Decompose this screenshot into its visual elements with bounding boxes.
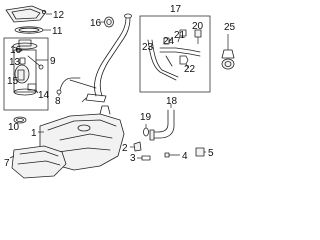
part-4-bolt [164, 152, 180, 158]
callout-8: 8 [55, 96, 61, 107]
callout-16: 16 [10, 45, 22, 56]
part-17-canister-lines [159, 47, 201, 67]
part-9-fuel-pump-module [3, 37, 49, 111]
callout-17: 17 [170, 4, 182, 15]
part-18-filler-hose [149, 104, 175, 141]
callout-3: 3 [130, 153, 136, 164]
callout-15: 15 [7, 76, 19, 87]
callout-14: 14 [38, 90, 50, 101]
part-19-clamp [143, 124, 149, 137]
callout-11: 11 [52, 26, 63, 37]
part-10-gasket [13, 116, 27, 124]
part-13-filter [19, 57, 26, 65]
part-2-clip [130, 141, 142, 152]
callout-21: 21 [174, 30, 186, 41]
callout-19: 19 [140, 112, 152, 123]
part-24-clip [163, 37, 172, 45]
part-25-sensor [221, 34, 235, 70]
callout-12: 12 [53, 10, 65, 21]
callout-24: 24 [163, 36, 175, 47]
callout-2: 2 [122, 143, 128, 154]
part-5-grommet [195, 147, 206, 157]
callout-16b: 16 [90, 18, 102, 29]
callout-7: 7 [4, 158, 10, 169]
part-16-pump-seal [15, 48, 23, 52]
part-14-strainer [27, 83, 39, 94]
callout-5: 5 [208, 148, 214, 159]
part-7-heat-shield [9, 145, 67, 179]
part-16-filler-neck [99, 16, 114, 28]
callout-18: 18 [166, 96, 178, 107]
callout-4: 4 [182, 151, 188, 162]
callout-25: 25 [224, 22, 236, 33]
part-11-lock-ring [14, 26, 51, 34]
callout-9: 9 [50, 56, 56, 67]
part-23-vapor-tube [147, 39, 179, 81]
callout-20: 20 [192, 21, 204, 32]
callout-10: 10 [8, 122, 20, 133]
callout-1: 1 [31, 128, 37, 139]
callout-23: 23 [142, 42, 154, 53]
part-6-filler-pipe [69, 13, 132, 103]
callout-22: 22 [184, 64, 196, 75]
fuel-system-parts-diagram: 12 11 9 16 13 15 14 [3, 4, 236, 179]
part-17-group-box [139, 15, 211, 93]
part-20-bracket [194, 29, 202, 44]
part-8-vent-line [56, 77, 81, 96]
part-22-check-valve [179, 55, 189, 69]
part-21-connector [177, 29, 187, 43]
part-15-pump-motor [17, 69, 25, 81]
part-12-pump-cover [5, 5, 52, 23]
diagram-canvas: 12 11 9 16 13 15 14 [3, 4, 236, 179]
part-3-retainer [137, 155, 151, 161]
callout-13: 13 [9, 57, 21, 68]
